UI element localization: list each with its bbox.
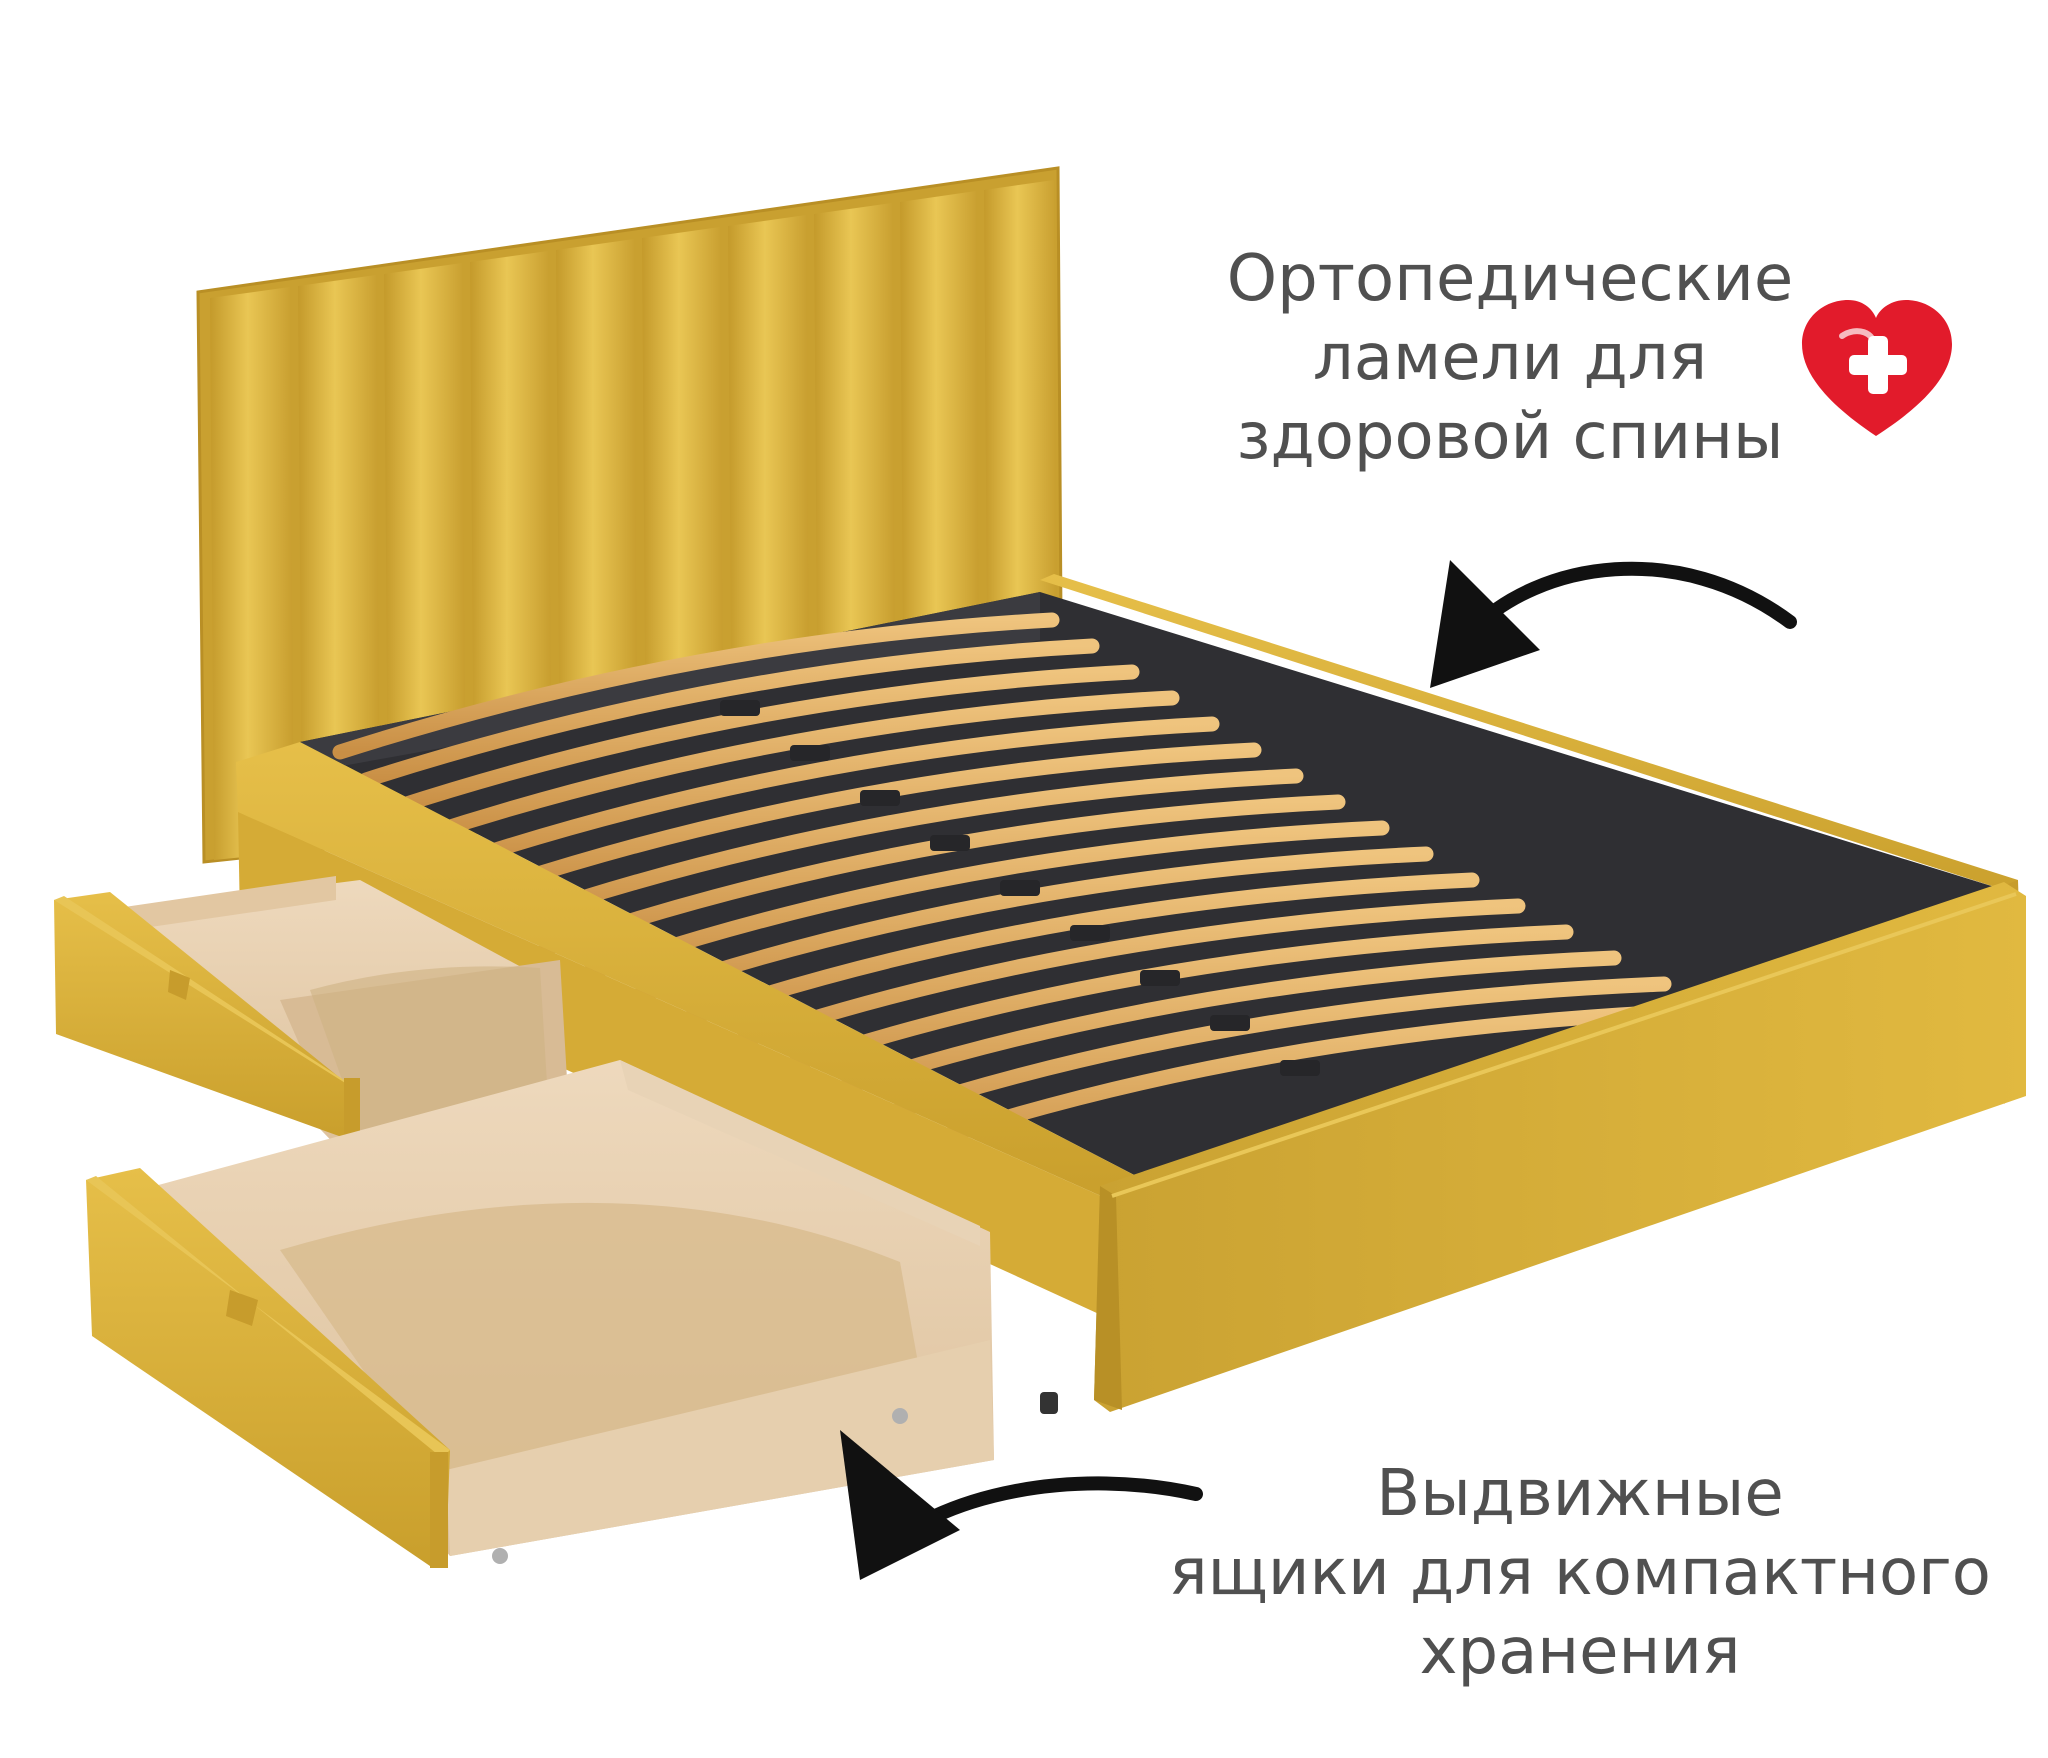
side-rail-left	[236, 742, 1140, 1200]
drawer-back	[54, 876, 570, 1218]
caption-line: здоровой спины	[1236, 400, 1784, 474]
slats-caption: Ортопедические ламели для здоровой спины	[1180, 240, 1840, 477]
caption-line: Ортопедические	[1226, 242, 1794, 316]
caption-line: Выдвижные	[1376, 1457, 1784, 1531]
caption-line: хранения	[1419, 1615, 1741, 1689]
drawer-front	[86, 1060, 994, 1568]
curved-arrow-icon	[840, 1430, 1203, 1580]
footboard	[1094, 882, 2026, 1412]
curved-arrow-icon	[1430, 560, 1797, 688]
heart-plus-icon	[1802, 300, 1952, 436]
drawers-caption: Выдвижные ящики для компактного хранения	[1120, 1455, 2040, 1692]
caption-line: ящики для компактного	[1169, 1536, 1991, 1610]
caption-line: ламели для	[1312, 321, 1708, 395]
slat-holders	[720, 700, 1390, 1121]
side-rail-right	[1040, 574, 2018, 908]
